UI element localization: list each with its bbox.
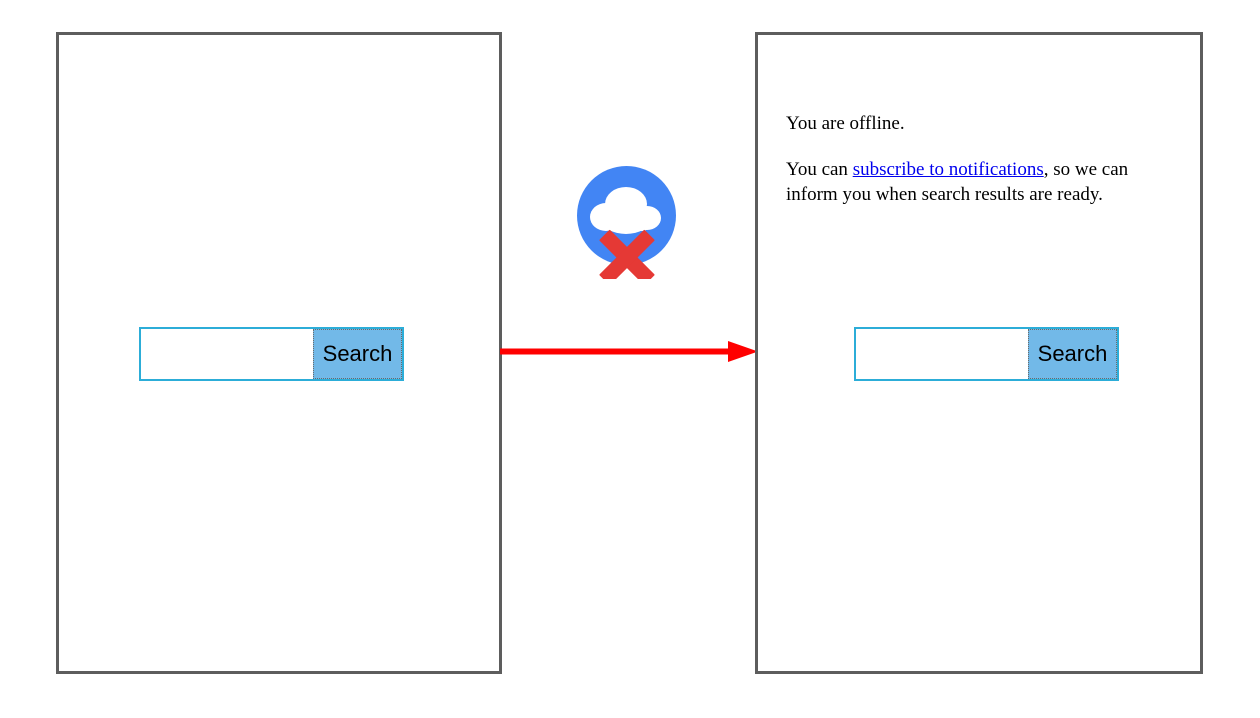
offline-message-line-2: You can subscribe to notifications, so w… [786,157,1178,207]
search-input-before[interactable] [141,329,313,379]
search-widget-before: Search [139,327,404,381]
search-input-after[interactable] [856,329,1028,379]
offline-message-suffix: , so we can inform you when search resul… [786,159,1129,205]
offline-message-line-1: You are offline. [786,113,905,134]
panel-before: Search [56,32,502,674]
panel-after: You are offline. You can subscribe to no… [755,32,1203,674]
offline-message-prefix: You can [786,159,853,180]
cloud-offline-icon [577,166,677,286]
offline-message-block: You are offline. You can subscribe to no… [786,111,1178,207]
cloud-icon-cross [599,229,655,286]
subscribe-to-notifications-link[interactable]: subscribe to notifications [852,159,1044,180]
search-button-after[interactable]: Search [1028,329,1117,379]
search-widget-after: Search [854,327,1119,381]
arrow-shaft [500,348,736,355]
cloud-icon-body [590,187,661,234]
search-button-before[interactable]: Search [313,329,402,379]
arrow-head [728,341,758,362]
flow-arrow-right [500,336,758,368]
